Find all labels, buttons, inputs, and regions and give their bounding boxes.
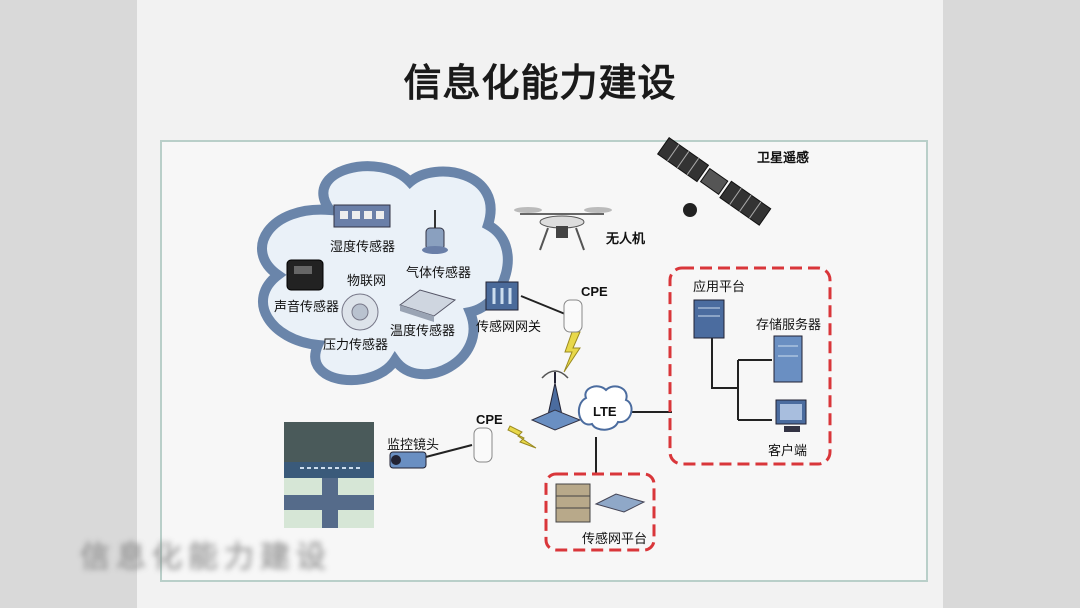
label-app-platform: 应用平台 <box>693 280 746 295</box>
cpe-mid-icon <box>473 427 493 463</box>
line-app-tree <box>711 338 738 389</box>
label-storage-server: 存储服务器 <box>756 318 822 333</box>
label-temperature-sensor: 温度传感器 <box>390 324 456 339</box>
label-drone: 无人机 <box>606 232 646 247</box>
label-sound-sensor: 声音传感器 <box>274 300 340 315</box>
lte-tower-icon <box>530 370 582 431</box>
iot-cloud <box>257 161 513 385</box>
temperature-sensor-icon <box>398 289 457 322</box>
line-gateway-cpe <box>520 295 571 317</box>
line-camera-cpe <box>417 444 473 460</box>
connection-lines <box>417 295 772 473</box>
drone-icon <box>514 207 612 251</box>
label-sensor-platform: 传感网平台 <box>582 532 648 547</box>
label-satellite: 卫星遥感 <box>757 151 810 166</box>
page-title: 信息化能力建设 <box>403 60 677 105</box>
camera-icon <box>389 451 427 469</box>
label-client: 客户端 <box>768 444 808 459</box>
label-humidity-sensor: 湿度传感器 <box>330 240 396 255</box>
wireless-bolts <box>507 331 581 449</box>
label-gateway: 传感网网关 <box>476 320 542 335</box>
label-cpe-top: CPE <box>581 284 608 299</box>
label-iot: 物联网 <box>347 274 387 289</box>
pressure-sensor-icon <box>341 293 379 331</box>
label-lte: LTE <box>593 404 617 419</box>
cpe-top-icon <box>563 299 583 333</box>
gas-sensor-icon <box>422 210 448 254</box>
wireless-bolt-mid <box>507 425 537 449</box>
sensor-platform-box <box>544 472 656 552</box>
label-gas-sensor: 气体传感器 <box>406 266 472 281</box>
watermark-text: 信息化能力建设 <box>80 540 332 575</box>
traffic-image <box>284 422 374 528</box>
label-pressure-sensor: 压力传感器 <box>323 338 389 353</box>
label-cpe-mid: CPE <box>476 412 503 427</box>
app-platform-box <box>668 266 832 466</box>
label-camera: 监控镜头 <box>387 438 440 453</box>
satellite-icon <box>656 136 772 226</box>
wireless-bolt-top <box>563 331 581 373</box>
humidity-sensor-icon <box>333 204 391 228</box>
gateway-icon <box>485 281 519 311</box>
sound-sensor-icon <box>286 259 324 291</box>
lte-cloud <box>577 385 633 431</box>
